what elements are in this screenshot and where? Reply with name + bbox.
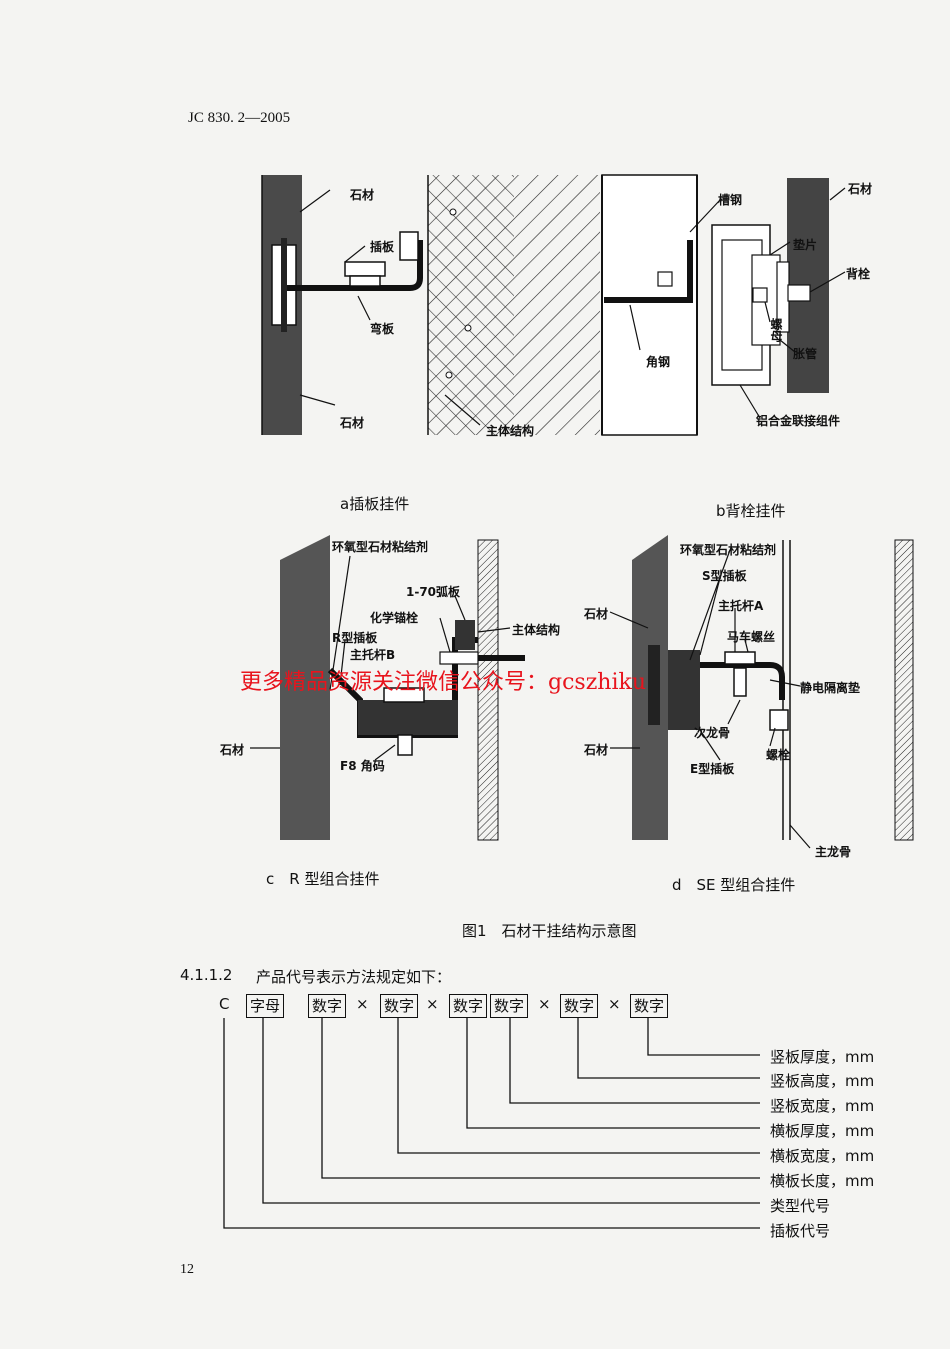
label-nut: 螺母: [769, 318, 783, 342]
code-box-digit: 数字: [380, 994, 418, 1018]
code-desc: 竖板宽度，mm: [770, 1097, 875, 1115]
channel-steel: [601, 174, 698, 436]
label-chem-anchor: 化学锚栓: [370, 611, 419, 625]
label-angle-steel: 角钢: [646, 355, 671, 369]
angle-steel: [604, 240, 693, 303]
label-al-connector: 铝合金联接组件: [756, 414, 841, 428]
label-stone-d-top: 石材: [584, 607, 609, 621]
figure-d-drawing: [609, 535, 914, 849]
code-box-digit: 数字: [308, 994, 346, 1018]
code-box-digit: 数字: [560, 994, 598, 1018]
caption-a: a插板挂件: [340, 495, 410, 513]
times-operator: ×: [608, 995, 621, 1013]
caption-d: d SE 型组合挂件: [672, 876, 796, 894]
label-main-keel: 主龙骨: [815, 845, 852, 859]
label-stone-d-bottom: 石材: [584, 743, 609, 757]
label-r-plate: R型插板: [332, 631, 378, 645]
figure-c-drawing: [250, 535, 525, 841]
stone-slab: [280, 535, 330, 840]
main-structure: [477, 539, 499, 841]
label-e-plate: E型插板: [690, 762, 735, 776]
label-bolt: 螺栓: [766, 748, 791, 762]
code-desc: 横板长度，mm: [770, 1172, 875, 1190]
label-channel-steel: 槽钢: [718, 193, 743, 207]
figure-b-drawing: [601, 174, 846, 436]
label-carriage-bolt: 马车螺丝: [727, 630, 776, 644]
label-bent-plate: 弯板: [370, 322, 395, 336]
label-insert-plate: 插板: [370, 240, 395, 254]
label-f8-angle: F8 角码: [340, 759, 385, 773]
figure-title: 图1 石材干挂结构示意图: [462, 922, 637, 940]
code-desc: 插板代号: [770, 1222, 831, 1240]
label-expansion-tube: 胀管: [793, 347, 818, 361]
figure-a-drawing: [261, 175, 600, 435]
standard-code: JC 830. 2—2005: [188, 110, 291, 126]
wall: [894, 539, 914, 841]
label-stone-c: 石材: [220, 743, 245, 757]
times-operator: ×: [538, 995, 551, 1013]
label-main-structure-c: 主体结构: [512, 623, 561, 637]
label-s-plate: S型插板: [702, 569, 747, 583]
watermark-text: 更多精品资源关注微信公众号：gcszhiku: [240, 670, 646, 695]
section-text: 产品代号表示方法规定如下：: [256, 968, 452, 986]
code-desc: 竖板高度，mm: [770, 1072, 875, 1090]
label-static-pad: 静电隔离垫: [800, 681, 861, 695]
section-number: 4.1.1.2: [180, 966, 233, 984]
label-stone-a-bottom: 石材: [340, 416, 365, 430]
caption-b: b背栓挂件: [716, 502, 786, 520]
label-epoxy-c: 环氧型石材粘结剂: [332, 540, 429, 554]
code-box-digit: 数字: [449, 994, 487, 1018]
label-epoxy-d: 环氧型石材粘结剂: [680, 543, 777, 557]
code-desc: 横板宽度，mm: [770, 1147, 875, 1165]
caption-c: c R 型组合挂件: [266, 870, 380, 888]
label-main-structure-a: 主体结构: [486, 424, 535, 438]
bent-plate: [287, 240, 423, 291]
se-plate: [668, 650, 700, 730]
code-desc: 横板厚度，mm: [770, 1122, 875, 1140]
label-stone-b: 石材: [848, 182, 873, 196]
label-washer: 垫片: [793, 238, 818, 252]
code-box-digit: 数字: [630, 994, 668, 1018]
code-box-letter: 字母: [246, 994, 284, 1018]
code-leader-lines: [223, 1018, 760, 1229]
times-operator: ×: [356, 995, 369, 1013]
label-arc-plate: 1-70弧板: [406, 585, 461, 599]
bracket-block: [358, 700, 458, 735]
label-main-bracket-a: 主托杆A: [718, 599, 764, 613]
label-stone-a-top: 石材: [350, 188, 375, 202]
label-back-bolt: 背栓: [846, 267, 871, 281]
code-box-digit: 数字: [490, 994, 528, 1018]
code-desc: 竖板厚度，mm: [770, 1048, 875, 1066]
code-prefix: C: [219, 995, 230, 1013]
times-operator: ×: [426, 995, 439, 1013]
label-main-bracket-b: 主托杆B: [350, 648, 396, 662]
code-desc: 类型代号: [770, 1197, 831, 1215]
label-secondary-keel: 次龙骨: [694, 726, 731, 740]
page-number: 12: [180, 1262, 194, 1277]
